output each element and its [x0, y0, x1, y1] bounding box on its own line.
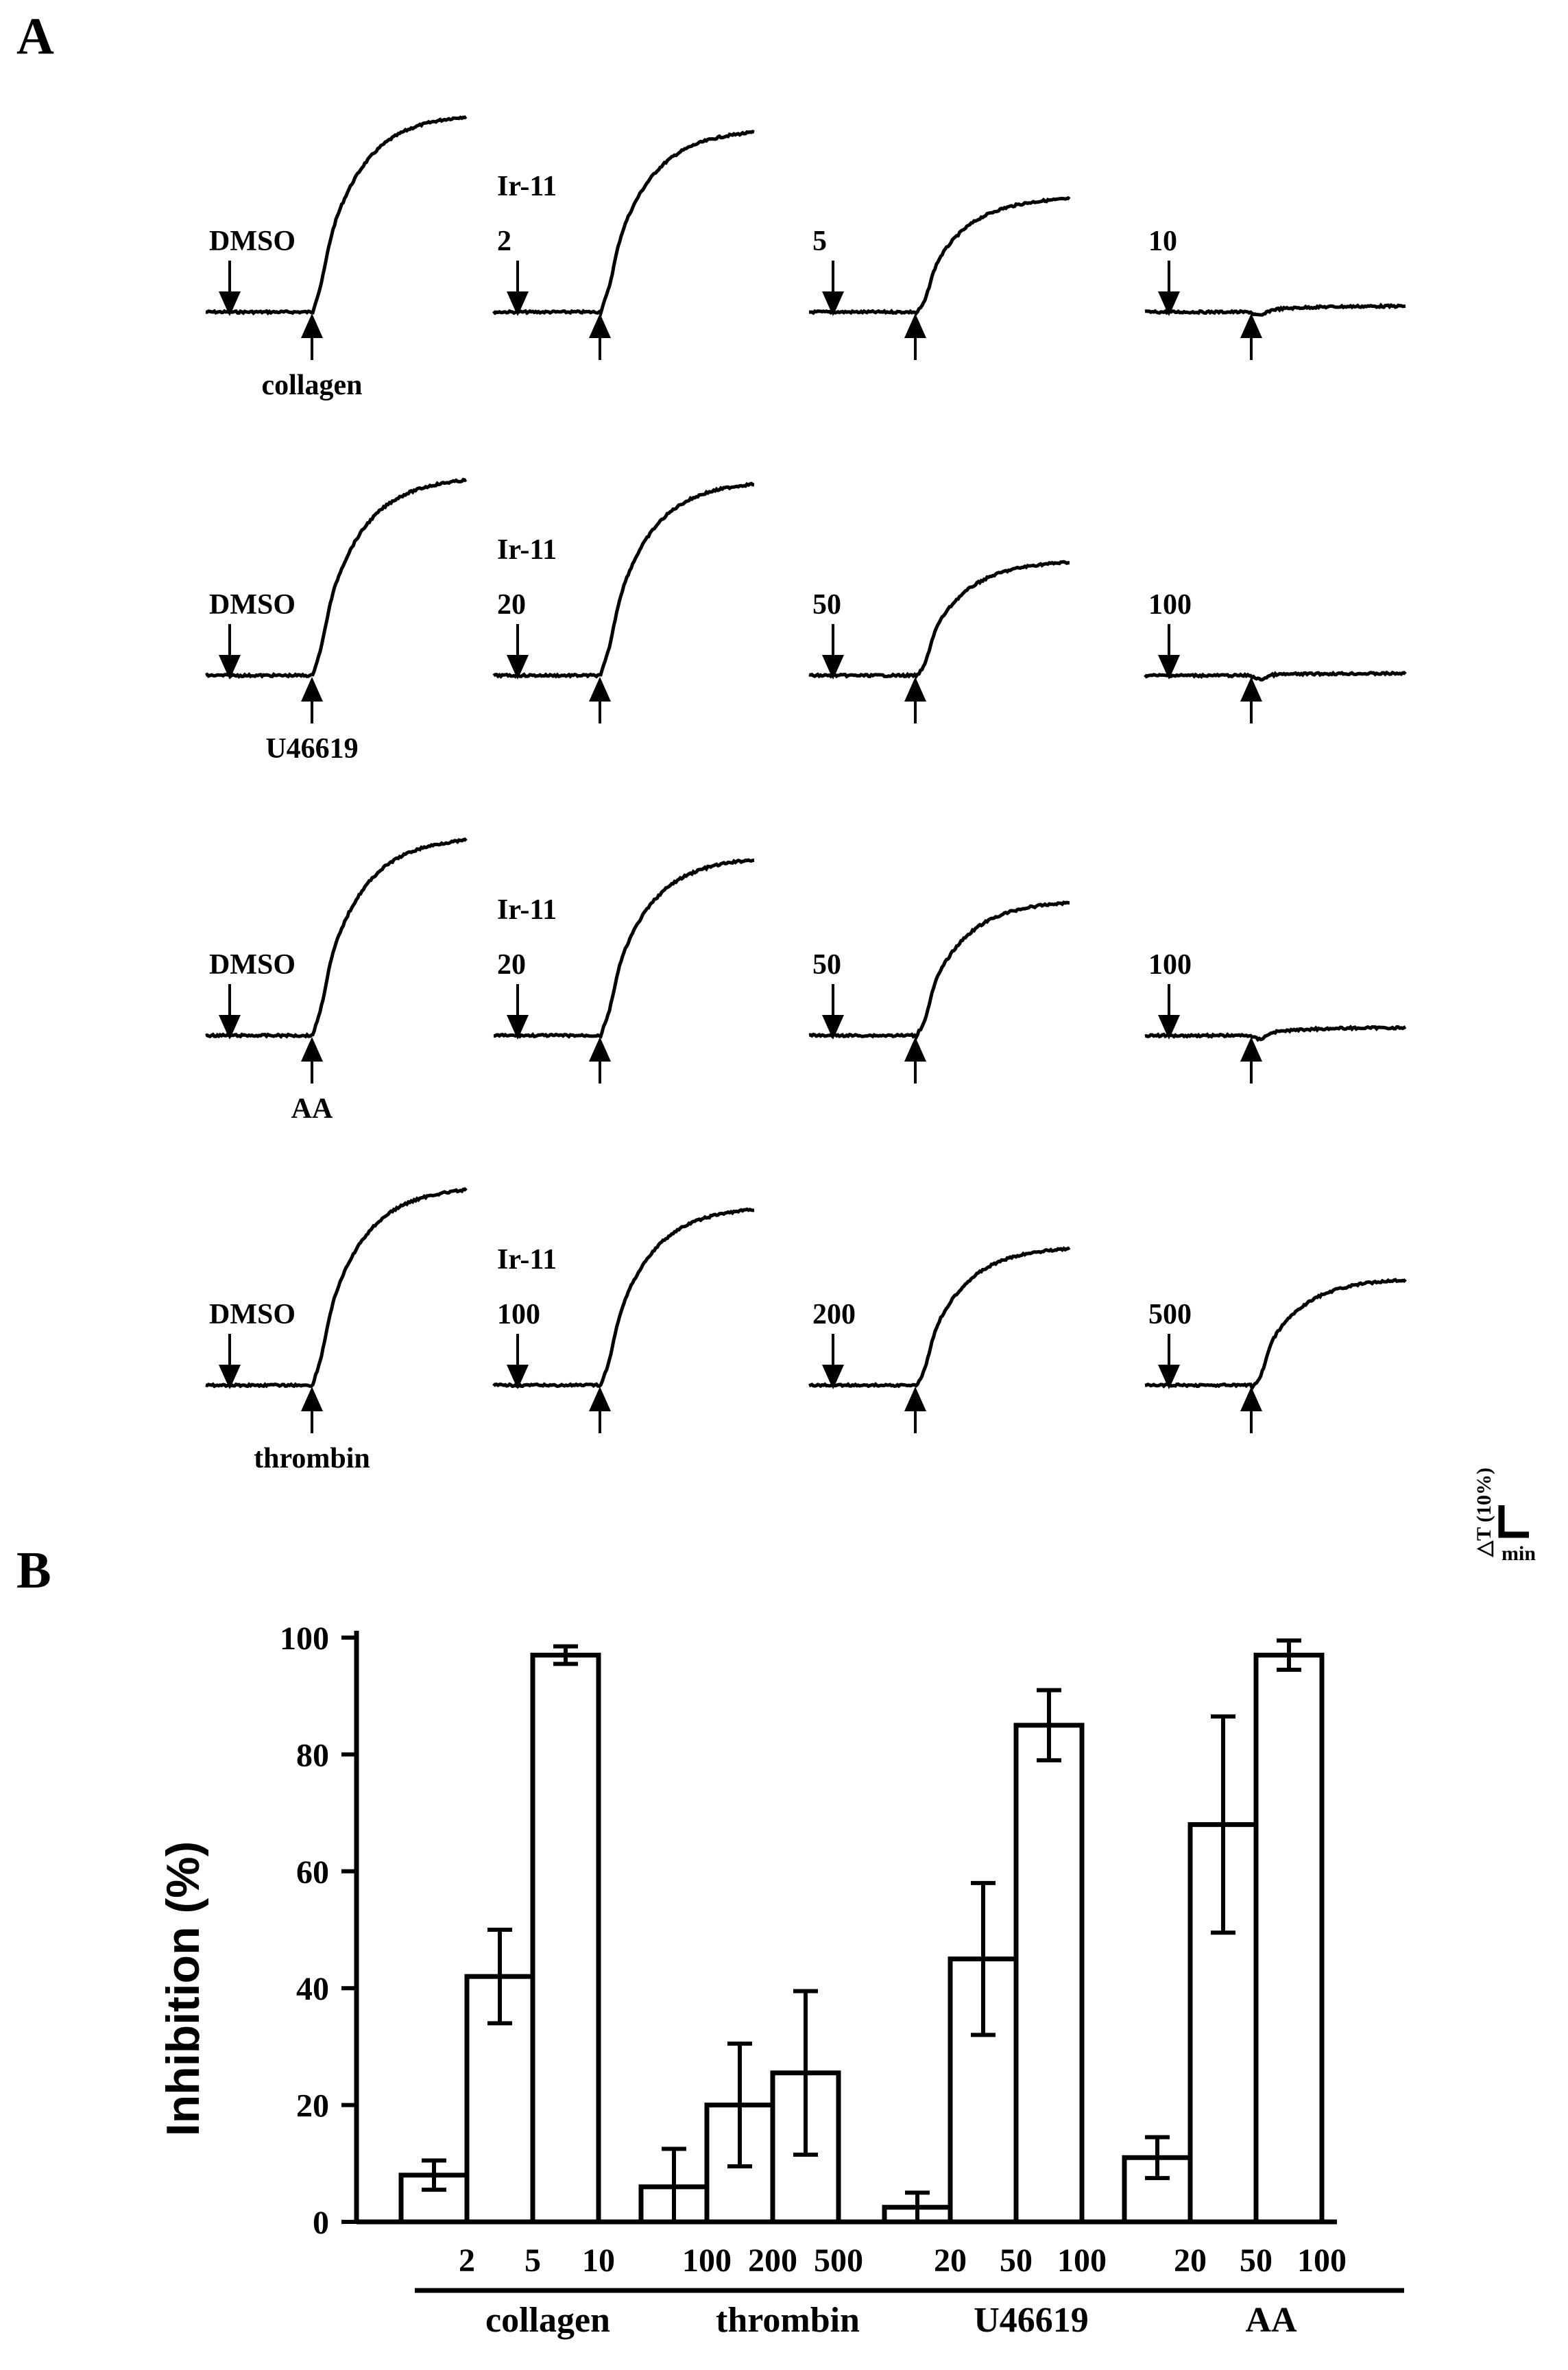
- agonist-label: AA: [291, 1093, 333, 1125]
- trace-line: [808, 900, 1070, 1041]
- ir11-label: Ir-11: [497, 171, 557, 202]
- group-label: collagen: [485, 2301, 610, 2340]
- trace-AA-2: 50: [808, 900, 1070, 1084]
- trace-thrombin-2: 200: [808, 1246, 1071, 1433]
- x-tick-label: 500: [814, 2242, 863, 2279]
- trace-line: [492, 481, 755, 679]
- ir11-label: Ir-11: [497, 894, 557, 926]
- panel-b-letter: B: [16, 1542, 51, 1599]
- trace-collagen-2: 5: [808, 195, 1071, 360]
- panel-a-letter: A: [16, 8, 54, 65]
- trace-line: [1144, 302, 1406, 317]
- agonist-label: U46619: [265, 733, 358, 765]
- trace-dose-label: 50: [812, 949, 841, 981]
- x-tick-label: 20: [934, 2242, 967, 2279]
- ir11-label: Ir-11: [497, 534, 557, 566]
- x-tick-label: 10: [582, 2242, 615, 2279]
- bar: [1013, 1723, 1085, 2225]
- x-tick-label: 20: [1174, 2242, 1207, 2279]
- trace-AA-0: DMSO AA: [205, 837, 468, 1125]
- trace-dose-label: DMSO: [209, 949, 295, 981]
- trace-line: [1144, 670, 1407, 682]
- y-tick-label: 20: [296, 2088, 329, 2124]
- trace-line: [205, 477, 468, 679]
- x-tick-label: 2: [459, 2242, 475, 2279]
- inhibition-bar-chart: 0 20 40 60 80 100 2 5 10 collagen 100 200 500 thrombi…: [280, 1620, 1404, 2340]
- trace-thrombin-3: 500: [1144, 1278, 1407, 1433]
- trace-dose-label: DMSO: [209, 589, 295, 621]
- trace-line: [808, 560, 1070, 680]
- trace-dose-label: 100: [497, 1299, 540, 1330]
- trace-dose-label: 200: [812, 1299, 856, 1330]
- y-tick-label: 0: [313, 2205, 329, 2241]
- y-tick-label: 80: [296, 1737, 329, 1773]
- trace-dose-label: 100: [1148, 949, 1192, 981]
- trace-line: [1144, 1278, 1407, 1392]
- trace-line: [205, 115, 468, 316]
- trace-line: [492, 1207, 755, 1389]
- agonist-label: collagen: [262, 370, 363, 401]
- trace-collagen-0: DMSO collagen: [205, 115, 468, 401]
- trace-dose-label: DMSO: [209, 1299, 295, 1330]
- trace-thrombin-1: 100 Ir-11: [492, 1207, 755, 1433]
- x-tick-label: 100: [1297, 2242, 1347, 2279]
- bar: [1253, 1653, 1325, 2225]
- trace-AA-1: 20 Ir-11: [493, 858, 755, 1084]
- trace-dose-label: 5: [812, 226, 827, 257]
- trace-collagen-1: 2 Ir-11: [492, 130, 755, 360]
- trace-U46619-3: 100: [1144, 589, 1407, 723]
- trace-line: [1144, 1025, 1407, 1042]
- scale-bar-shape: [1498, 1505, 1529, 1538]
- x-tick-label: 200: [748, 2242, 797, 2279]
- y-tick-label: 40: [296, 1971, 329, 2007]
- scale-bar-y-label: △T (10%): [1473, 1468, 1495, 1557]
- y-tick-label: 60: [296, 1854, 329, 1891]
- bar-group-thrombin: 100 200 500 thrombin: [638, 1989, 921, 2340]
- trace-line: [493, 858, 755, 1039]
- trace-line: [808, 1246, 1071, 1389]
- x-tick-label: 50: [1240, 2242, 1273, 2279]
- group-label: thrombin: [716, 2301, 860, 2340]
- trace-U46619-2: 50: [808, 560, 1070, 723]
- trace-line: [808, 195, 1071, 316]
- bar: [530, 1653, 601, 2225]
- y-axis-label: Inhibition (%): [157, 1841, 209, 2137]
- trace-line: [492, 130, 755, 317]
- bar-group-collagen: 2 5 10 collagen: [398, 1644, 681, 2340]
- x-tick-label: 100: [682, 2242, 732, 2279]
- y-tick-label: 100: [280, 1620, 329, 1657]
- trace-U46619-0: DMSO U46619: [205, 477, 468, 765]
- trace-dose-label: 500: [1148, 1299, 1192, 1330]
- trace-AA-3: 100: [1144, 949, 1407, 1084]
- trace-dose-label: 20: [497, 949, 526, 981]
- x-tick-label: 5: [524, 2242, 541, 2279]
- trace-dose-label: 20: [497, 589, 526, 621]
- trace-dose-label: 100: [1148, 589, 1192, 621]
- trace-U46619-1: 20 Ir-11: [492, 481, 755, 723]
- x-tick-label: 100: [1057, 2242, 1107, 2279]
- scale-bar-x-label: min: [1501, 1542, 1536, 1565]
- agonist-label: thrombin: [254, 1443, 370, 1474]
- x-tick-label: 50: [1000, 2242, 1033, 2279]
- trace-dose-label: 50: [812, 589, 841, 621]
- trace-line: [205, 1187, 468, 1389]
- ir11-label: Ir-11: [497, 1244, 557, 1276]
- trace-line: [205, 837, 468, 1039]
- group-label: U46619: [974, 2301, 1089, 2340]
- trace-collagen-3: 10: [1144, 226, 1406, 360]
- trace-dose-label: 2: [497, 226, 511, 257]
- trace-dose-label: 10: [1148, 226, 1177, 257]
- trace-thrombin-0: DMSO thrombin: [205, 1187, 468, 1474]
- scale-bar: △T (10%) min: [1473, 1468, 1536, 1565]
- group-label: AA: [1245, 2301, 1297, 2340]
- trace-dose-label: DMSO: [209, 226, 295, 257]
